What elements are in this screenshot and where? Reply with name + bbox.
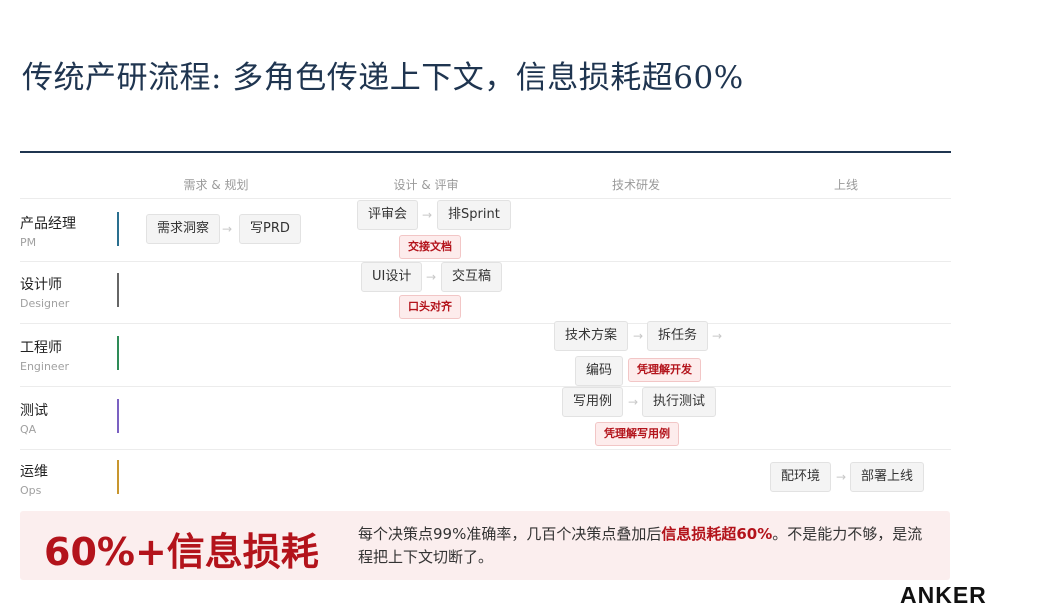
role-pm: 产品经理 PM — [20, 213, 76, 249]
arrow-right-icon: → — [222, 222, 233, 236]
arrow-right-icon: → — [628, 395, 639, 409]
role-english-name: Ops — [20, 484, 42, 497]
loss-headline: 60%+信息损耗 — [44, 530, 319, 574]
arrow-right-icon: → — [836, 470, 847, 484]
step-write-prd: 写PRD — [239, 214, 301, 244]
role-english-name: QA — [20, 423, 37, 436]
arrow-right-icon: → — [422, 208, 433, 222]
loss-tag-verbal-alignment: 口头对齐 — [399, 295, 461, 319]
arrow-right-icon: → — [633, 329, 644, 343]
step-tech-plan: 技术方案 — [554, 321, 629, 351]
step-interaction-draft: 交互稿 — [441, 262, 503, 292]
step-run-tests: 执行测试 — [642, 387, 717, 417]
loss-description: 每个决策点99%准确率，几百个决策点叠加后信息损耗超60%。不是能力不够，是流程… — [358, 523, 928, 569]
arrow-right-icon: → — [426, 270, 437, 284]
role-name: 运维 — [20, 464, 48, 480]
step-coding: 编码 — [575, 356, 624, 386]
step-deploy: 部署上线 — [850, 462, 925, 492]
column-header-planning: 需求 & 规划 — [183, 178, 249, 192]
step-schedule-sprint: 排Sprint — [437, 200, 511, 230]
role-color-bar — [117, 336, 119, 370]
role-color-bar — [117, 212, 119, 246]
step-split-tasks: 拆任务 — [647, 321, 709, 351]
description-text: 。不是能力不够，是流程把上下文切断了。 — [358, 525, 923, 566]
row-divider — [20, 198, 951, 199]
role-name: 设计师 — [20, 277, 62, 293]
step-write-test-cases: 写用例 — [562, 387, 624, 417]
role-name: 工程师 — [20, 340, 62, 356]
row-divider — [20, 386, 951, 387]
loss-tag-handoff-docs: 交接文档 — [399, 235, 461, 259]
step-ui-design: UI设计 — [361, 262, 423, 292]
row-divider — [20, 261, 951, 262]
summary-banner: 60%+信息损耗 每个决策点99%准确率，几百个决策点叠加后信息损耗超60%。不… — [20, 511, 950, 580]
page-title: 传统产研流程: 多角色传递上下文，信息损耗超60% — [22, 60, 744, 96]
role-color-bar — [117, 399, 119, 433]
anker-logo: ANKER — [900, 582, 987, 608]
role-english-name: Engineer — [20, 360, 69, 373]
role-qa: 测试 QA — [20, 400, 48, 436]
column-header-development: 技术研发 — [611, 178, 661, 192]
title-divider — [20, 151, 951, 153]
role-color-bar — [117, 273, 119, 307]
row-divider — [20, 323, 951, 324]
loss-tag-write-cases-by-understanding: 凭理解写用例 — [595, 422, 679, 446]
role-english-name: Designer — [20, 297, 70, 310]
column-header-launch: 上线 — [833, 178, 859, 192]
role-designer: 设计师 Designer — [20, 274, 69, 310]
description-text: 每个决策点99%准确率，几百个决策点叠加后 — [358, 525, 662, 543]
role-engineer: 工程师 Engineer — [20, 337, 69, 373]
description-highlight: 信息损耗超60% — [661, 525, 773, 543]
role-name: 产品经理 — [20, 216, 76, 232]
step-requirement-insight: 需求洞察 — [146, 214, 221, 244]
row-divider — [20, 449, 951, 450]
role-name: 测试 — [20, 403, 48, 419]
step-review-meeting: 评审会 — [357, 200, 419, 230]
arrow-right-icon: → — [712, 329, 723, 343]
role-english-name: PM — [20, 236, 37, 249]
step-configure-environment: 配环境 — [770, 462, 832, 492]
column-header-design: 设计 & 评审 — [393, 178, 459, 192]
loss-tag-develop-by-understanding: 凭理解开发 — [628, 358, 701, 382]
role-ops: 运维 Ops — [20, 461, 48, 497]
role-color-bar — [117, 460, 119, 494]
